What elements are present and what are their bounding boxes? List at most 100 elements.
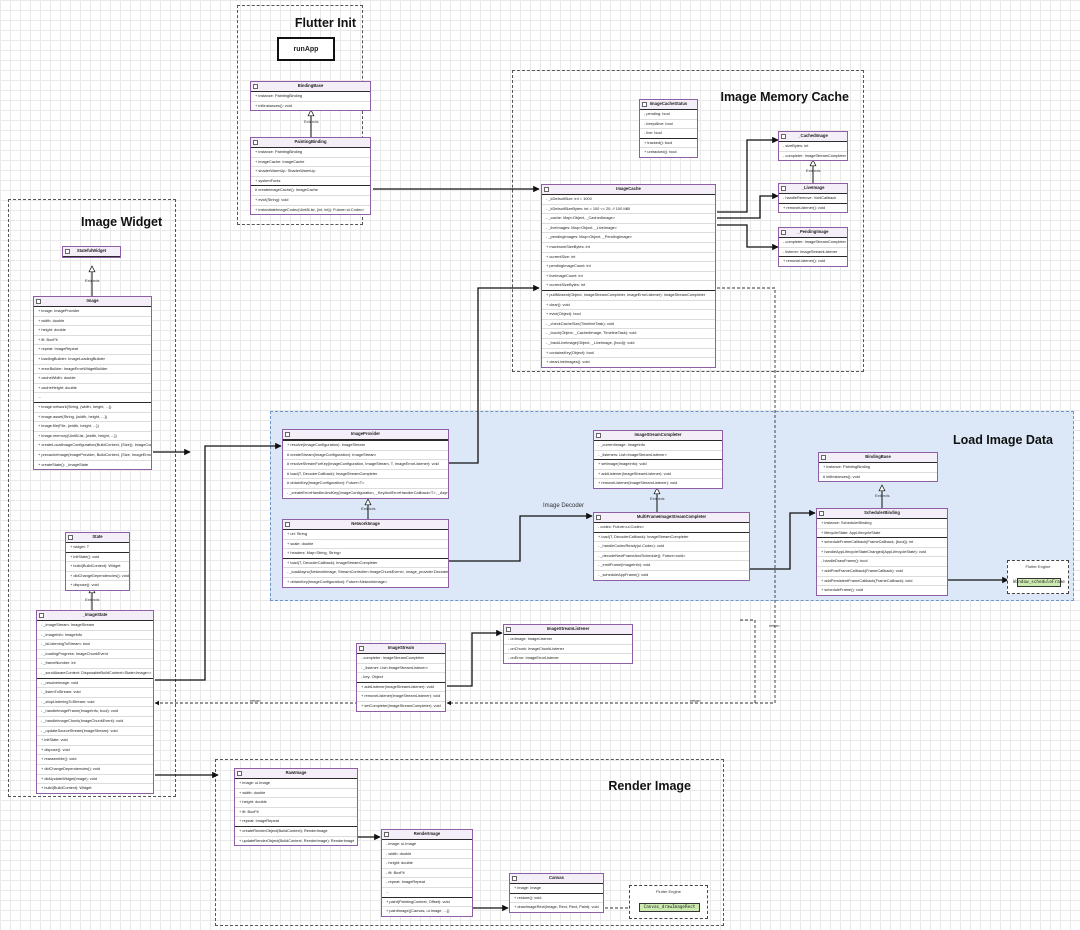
class-method: + image.asset(String, {width, height, ..… bbox=[34, 413, 151, 423]
class-method: + evict(Object): bool bbox=[542, 310, 715, 320]
class-header[interactable]: BindingBase bbox=[251, 82, 370, 92]
edge-state-to-provider bbox=[155, 442, 282, 681]
class-method: + updateRenderObject(BuildContext, Rende… bbox=[239, 837, 355, 843]
class-header[interactable]: ImageStreamCompleter bbox=[594, 431, 722, 441]
class-name: RenderImage bbox=[413, 831, 441, 837]
class-method: - _createErrorHandlerAndKey(ImageConfigu… bbox=[287, 489, 448, 495]
class-header[interactable]: BindingBase bbox=[819, 453, 937, 463]
class-attribute: - _cache: Map<Object, _CachedImage> bbox=[542, 214, 715, 224]
class-header[interactable]: ImageProvider bbox=[283, 430, 448, 440]
canvas-draw-image-rect-call[interactable]: Canvas_drawImageRect bbox=[639, 903, 700, 912]
class-header[interactable]: _ImageState bbox=[37, 611, 153, 621]
class-image-stream-completer[interactable]: ImageStreamCompleter- _currentImage: Ima… bbox=[593, 430, 723, 489]
class-header[interactable]: _LiveImage bbox=[779, 184, 847, 194]
class-attribute: + loadingBuilder: ImageLoadingBuilder bbox=[34, 355, 151, 365]
class-attributes: - completer: ImageStreamCompleter- liste… bbox=[779, 238, 847, 256]
window-schedule-frame-call[interactable]: Window_scheduleFrame bbox=[1013, 578, 1065, 587]
class-method: + initState(): void bbox=[66, 553, 129, 563]
class-method: + evict(String): void bbox=[251, 196, 370, 206]
class-method: + drawImageRect(Image, Rect, Rect, Paint… bbox=[514, 904, 599, 910]
class-header[interactable]: Canvas bbox=[510, 874, 603, 884]
class-pending-image[interactable]: _PendingImage- completer: ImageStreamCom… bbox=[778, 227, 848, 267]
class-raw-image[interactable]: RawImage+ image: ui.Image+ width: double… bbox=[234, 768, 358, 847]
class-header[interactable]: ImageCacheStatus bbox=[640, 100, 697, 110]
class-state[interactable]: State+ widget: T+ initState(): void+ bui… bbox=[65, 532, 130, 591]
class-image-state[interactable]: _ImageState- _imageStream: ImageStream- … bbox=[36, 610, 154, 794]
class-name: ImageCache bbox=[616, 186, 641, 192]
class-icon bbox=[384, 832, 389, 837]
class-live-image[interactable]: _LiveImage- handleRemove: VoidCallback+ … bbox=[778, 183, 848, 214]
class-methods: + removeListener(): void bbox=[779, 256, 847, 266]
class-image-cache[interactable]: ImageCache - _kDefaultSize: int = 1000- _… bbox=[541, 184, 716, 368]
class-header[interactable]: RenderImage bbox=[382, 830, 472, 840]
class-method: + addListener(ImageStreamListener): void bbox=[357, 683, 445, 693]
class-header[interactable]: MultiFrameImageStreamCompleter bbox=[594, 513, 749, 523]
class-name: BindingBase bbox=[865, 454, 891, 460]
edge-stream-to-listener bbox=[447, 629, 503, 687]
class-header[interactable]: StatefulWidget bbox=[63, 247, 120, 257]
class-header[interactable]: PaintingBinding bbox=[251, 138, 370, 148]
class-binding-base-right[interactable]: BindingBase+ instance: PaintingBinding# … bbox=[818, 452, 938, 483]
group-title: Load Image Data bbox=[952, 433, 1053, 447]
class-attribute: + cacheWidth: double bbox=[34, 374, 151, 384]
class-method: + load(T, DecoderCallback): ImageStreamC… bbox=[594, 533, 749, 543]
class-method: + addPersistentFrameCallback(FrameCallba… bbox=[817, 577, 947, 587]
class-attribute: + width: double bbox=[34, 317, 151, 327]
class-method: - _loadAsync(NetworkImage, StreamControl… bbox=[283, 568, 448, 578]
class-image-provider[interactable]: ImageProvider+ resolve(ImageConfiguratio… bbox=[282, 429, 449, 499]
class-method: - _stopListeningToStream: void bbox=[37, 698, 153, 708]
class-attribute: + currentSizeBytes: int bbox=[546, 282, 586, 288]
class-method: + image.memory(Uint8List, {width, height… bbox=[34, 432, 151, 442]
class-network-image[interactable]: NetworkImage+ url: String+ scale: double… bbox=[282, 519, 449, 588]
class-header[interactable]: ImageStream bbox=[357, 644, 445, 654]
class-image-cache-status[interactable]: ImageCacheStatus- pending: bool- keepAli… bbox=[639, 99, 698, 158]
class-image[interactable]: Image+ image: ImageProvider+ width: doub… bbox=[33, 296, 152, 471]
group-image-widget: Image Widget bbox=[8, 199, 176, 797]
class-header[interactable]: SchedulerBinding bbox=[817, 509, 947, 519]
class-scheduler-binding[interactable]: SchedulerBinding+ instance: SchedulerBin… bbox=[816, 508, 948, 596]
label-extends: Extends bbox=[85, 278, 100, 283]
class-attributes: - _kDefaultSize: int = 1000- _kDefaultSi… bbox=[542, 195, 715, 290]
class-method: # createImageCache(): ImageCache bbox=[251, 186, 370, 196]
class-cached-image[interactable]: _CachedImage- sizeBytes: int- completer:… bbox=[778, 131, 848, 162]
class-painting-binding[interactable]: PaintingBinding+ instance: PaintingBindi… bbox=[250, 137, 371, 216]
class-icon bbox=[253, 140, 258, 145]
class-method: + build(BuildContext): Widget bbox=[66, 562, 129, 572]
class-binding-base-top[interactable]: BindingBase+ instance: PaintingBinding+ … bbox=[250, 81, 371, 112]
class-methods: # createImageCache(): ImageCache+ evict(… bbox=[251, 185, 370, 214]
class-header[interactable]: _PendingImage bbox=[779, 228, 847, 238]
class-header[interactable]: ImageStreamListener bbox=[504, 625, 632, 635]
class-header[interactable]: ImageCache bbox=[542, 185, 715, 195]
class-canvas[interactable]: Canvas+ image: Image+ restore(): void+ d… bbox=[509, 873, 604, 913]
class-multi-frame-completer[interactable]: MultiFrameImageStreamCompleter- codec: F… bbox=[593, 512, 750, 581]
class-header[interactable]: Image bbox=[34, 297, 151, 307]
class-method: # resolveStreamForKey(ImageConfiguration… bbox=[283, 460, 448, 470]
run-app-node[interactable]: runApp bbox=[277, 37, 335, 61]
class-stateful-widget[interactable]: StatefulWidget bbox=[62, 246, 121, 258]
class-header[interactable]: NetworkImage bbox=[283, 520, 448, 530]
engine-label: Flutter Engine bbox=[656, 889, 681, 894]
class-image-stream[interactable]: ImageStream- completer: ImageStreamCompl… bbox=[356, 643, 446, 712]
class-attribute: + maximumSizeBytes: int bbox=[542, 243, 715, 253]
class-header[interactable]: State bbox=[66, 533, 129, 543]
class-name: ImageStreamListener bbox=[546, 626, 590, 632]
class-attribute: ... bbox=[38, 394, 42, 400]
class-method: - _resolveImage: void bbox=[37, 679, 153, 689]
label-extends: Extends bbox=[650, 496, 665, 501]
class-attribute: - onChunk: ImageChunkListener bbox=[504, 645, 632, 655]
class-header[interactable]: RawImage bbox=[235, 769, 357, 779]
class-attribute: - _imageInfo: ImageInfo bbox=[37, 631, 153, 641]
class-attribute: - width: double bbox=[382, 850, 472, 860]
class-attributes: - codec: Future<ui.Codec> bbox=[594, 523, 749, 532]
class-render-image[interactable]: RenderImage- image: ui.Image- width: dou… bbox=[381, 829, 473, 917]
class-attribute: + pendingImageCount: int bbox=[542, 262, 715, 272]
flutter-engine-window: Flutter Engine Window_scheduleFrame bbox=[1007, 560, 1069, 594]
class-attributes: - handleRemove: VoidCallback bbox=[779, 194, 847, 203]
class-method: - _checkCacheSize(TimelineTask): void bbox=[542, 320, 715, 330]
class-attribute: - _loadingProgress: ImageChunkEvent bbox=[37, 650, 153, 660]
class-header[interactable]: _CachedImage bbox=[779, 132, 847, 142]
class-icon bbox=[512, 876, 517, 881]
class-attribute: - sizeBytes: int bbox=[779, 142, 847, 152]
class-image-stream-listener[interactable]: ImageStreamListener- onImage: ImageListe… bbox=[503, 624, 633, 664]
class-method: + addListener(ImageStreamListener): void bbox=[594, 470, 722, 480]
